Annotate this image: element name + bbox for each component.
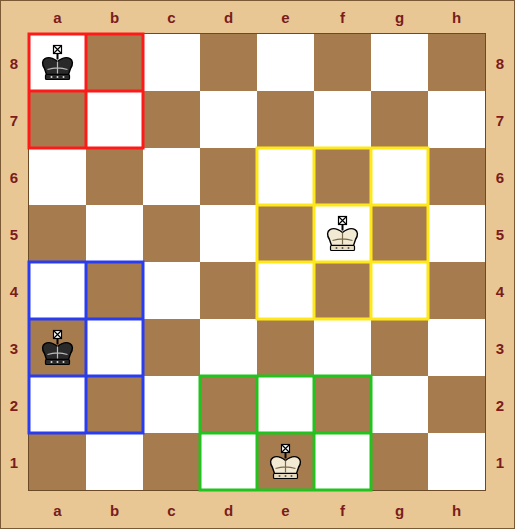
rank-number: 1 <box>10 454 18 469</box>
file-letter: e <box>281 503 289 518</box>
red-zone <box>29 34 143 148</box>
rank-number: 3 <box>10 340 18 355</box>
file-letter: h <box>452 503 461 518</box>
file-letter: h <box>452 10 461 25</box>
file-letter: b <box>110 503 119 518</box>
file-letter: a <box>53 503 61 518</box>
rank-number: 7 <box>496 112 504 127</box>
rank-number: 4 <box>10 283 18 298</box>
white-king <box>271 445 301 479</box>
white-king <box>328 217 358 251</box>
file-letter: d <box>224 503 233 518</box>
yellow-zone <box>257 148 428 319</box>
rank-number: 4 <box>496 283 504 298</box>
rank-number: 6 <box>10 169 18 184</box>
file-letter: c <box>167 503 175 518</box>
blue-zone <box>29 262 143 433</box>
green-zone <box>200 376 371 490</box>
file-letter: c <box>167 10 175 25</box>
rank-number: 8 <box>10 55 18 70</box>
file-letter: d <box>224 10 233 25</box>
file-letter: g <box>395 503 404 518</box>
file-letter: g <box>395 10 404 25</box>
rank-number: 8 <box>496 55 504 70</box>
rank-number: 1 <box>496 454 504 469</box>
file-letter: e <box>281 10 289 25</box>
black-king <box>43 331 73 365</box>
file-letter: b <box>110 10 119 25</box>
black-king <box>43 46 73 80</box>
file-letter: f <box>340 503 345 518</box>
board-squares <box>29 34 485 490</box>
rank-number: 2 <box>10 397 18 412</box>
file-letter: f <box>340 10 345 25</box>
rank-number: 3 <box>496 340 504 355</box>
file-letter: a <box>53 10 61 25</box>
rank-number: 5 <box>10 226 18 241</box>
rank-number: 7 <box>10 112 18 127</box>
rank-number: 6 <box>496 169 504 184</box>
rank-number: 2 <box>496 397 504 412</box>
rank-number: 5 <box>496 226 504 241</box>
